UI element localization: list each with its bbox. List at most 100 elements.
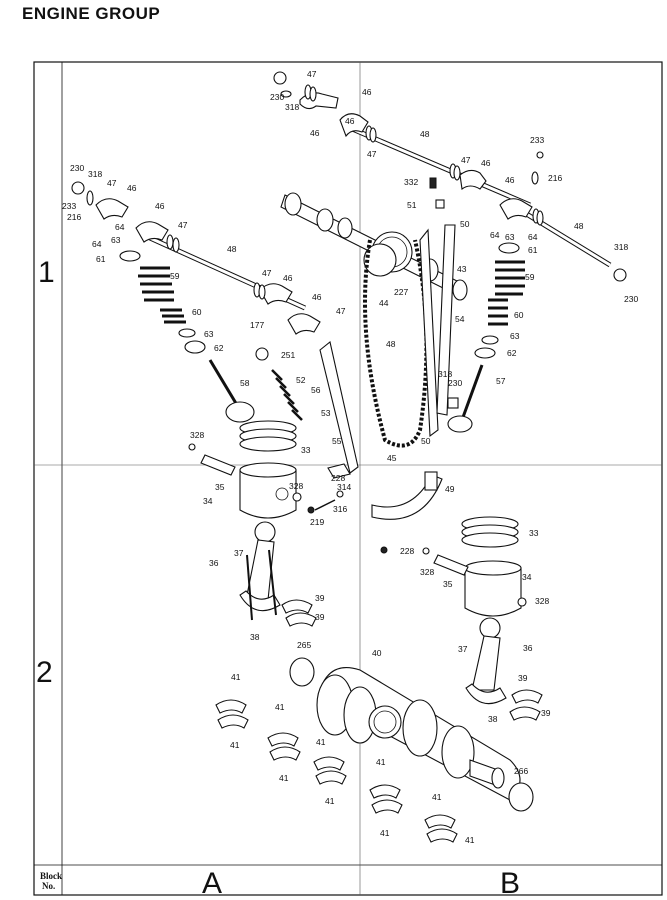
- part-number-label: 36: [209, 558, 219, 568]
- row-label-2: 2: [36, 656, 53, 689]
- crankshaft: [289, 657, 534, 812]
- page-title: ENGINE GROUP: [22, 4, 161, 23]
- part-number-label: 318: [88, 169, 102, 179]
- part-number-label: 328: [190, 430, 204, 440]
- small-fasteners: [307, 177, 459, 554]
- piston-a: [188, 420, 302, 519]
- part-number-label: 41: [279, 773, 289, 783]
- connecting-rod-b: [465, 617, 543, 721]
- camshaft: [280, 192, 468, 301]
- part-number-label: 332: [404, 177, 418, 187]
- tappet-spring: [255, 347, 303, 421]
- part-number-label: 61: [528, 245, 538, 255]
- part-number-label: 47: [336, 306, 346, 316]
- piston-b: [422, 516, 527, 617]
- part-number-label: 64: [115, 222, 125, 232]
- part-number-label: 55: [332, 436, 342, 446]
- part-number-label: 177: [250, 320, 264, 330]
- part-number-label: 233: [62, 201, 76, 211]
- part-number-label: 60: [514, 310, 524, 320]
- connecting-rod-a: [239, 521, 317, 627]
- part-number-label: 41: [376, 757, 386, 767]
- part-number-label: 46: [310, 128, 320, 138]
- part-number-label: 52: [296, 375, 306, 385]
- part-number-label: 41: [316, 737, 326, 747]
- part-number-label: 33: [301, 445, 311, 455]
- part-number-label: 41: [465, 835, 475, 845]
- part-number-label: 58: [240, 378, 250, 388]
- column-label-b: B: [500, 867, 520, 900]
- rocker-arm-top: [273, 71, 339, 110]
- part-number-label: 39: [315, 593, 325, 603]
- part-number-label: 49: [445, 484, 455, 494]
- cam-chain: [363, 239, 429, 448]
- part-number-label: 328: [535, 596, 549, 606]
- part-number-label: 50: [460, 219, 470, 229]
- part-number-label: 51: [407, 200, 417, 210]
- part-number-label: 37: [234, 548, 244, 558]
- part-number-label: 251: [281, 350, 295, 360]
- part-number-label: 318: [438, 369, 452, 379]
- part-number-label: 216: [67, 212, 81, 222]
- part-number-label: 63: [111, 235, 121, 245]
- row-label-1: 1: [38, 256, 55, 289]
- part-number-label: 61: [96, 254, 106, 264]
- part-number-label: 46: [127, 183, 137, 193]
- part-number-label: 216: [548, 173, 562, 183]
- part-number-label: 230: [70, 163, 84, 173]
- part-number-label: 314: [337, 482, 351, 492]
- part-number-label: 38: [488, 714, 498, 724]
- part-number-label: 33: [529, 528, 539, 538]
- part-number-label: 36: [523, 643, 533, 653]
- part-number-label: 37: [458, 644, 468, 654]
- part-number-label: 41: [275, 702, 285, 712]
- part-number-label: 63: [204, 329, 214, 339]
- part-number-label: 62: [507, 348, 517, 358]
- valve-spring-left: [119, 250, 255, 423]
- part-number-label: 59: [170, 271, 180, 281]
- part-number-label: 38: [250, 632, 260, 642]
- part-number-label: 59: [525, 272, 535, 282]
- bearing-shells: [215, 699, 458, 843]
- part-number-label: 64: [490, 230, 500, 240]
- part-number-label: 41: [432, 792, 442, 802]
- part-number-label: 44: [379, 298, 389, 308]
- part-number-label: 316: [333, 504, 347, 514]
- chain-tensioner: [319, 224, 456, 479]
- part-number-label: 64: [92, 239, 102, 249]
- part-number-label: 57: [496, 376, 506, 386]
- part-number-label: 63: [510, 331, 520, 341]
- part-number-label: 266: [514, 766, 528, 776]
- part-number-label: 46: [155, 201, 165, 211]
- part-number-label: 39: [541, 708, 551, 718]
- part-number-label: 64: [528, 232, 538, 242]
- part-number-label: 46: [481, 158, 491, 168]
- part-number-label: 47: [367, 149, 377, 159]
- part-number-label: 39: [315, 612, 325, 622]
- part-number-label: 230: [270, 92, 284, 102]
- part-number-label: 233: [530, 135, 544, 145]
- block-label-no: No.: [42, 881, 55, 891]
- valve-spring-right: [447, 242, 525, 433]
- part-number-label: 41: [230, 740, 240, 750]
- part-number-label: 43: [457, 264, 467, 274]
- frame: [33, 61, 663, 896]
- part-number-label: 56: [311, 385, 321, 395]
- part-number-label: 318: [614, 242, 628, 252]
- part-number-label: 35: [443, 579, 453, 589]
- part-number-label: 48: [386, 339, 396, 349]
- part-number-label: 50: [421, 436, 431, 446]
- part-number-label: 53: [321, 408, 331, 418]
- column-label-a: A: [202, 867, 222, 900]
- part-number-label: 35: [215, 482, 225, 492]
- part-number-label: 45: [387, 453, 397, 463]
- part-number-label: 48: [574, 221, 584, 231]
- part-number-label: 34: [203, 496, 213, 506]
- part-number-label: 230: [448, 378, 462, 388]
- part-number-label: 47: [262, 268, 272, 278]
- part-number-label: 47: [107, 178, 117, 188]
- part-number-label: 47: [178, 220, 188, 230]
- part-number-label: 40: [372, 648, 382, 658]
